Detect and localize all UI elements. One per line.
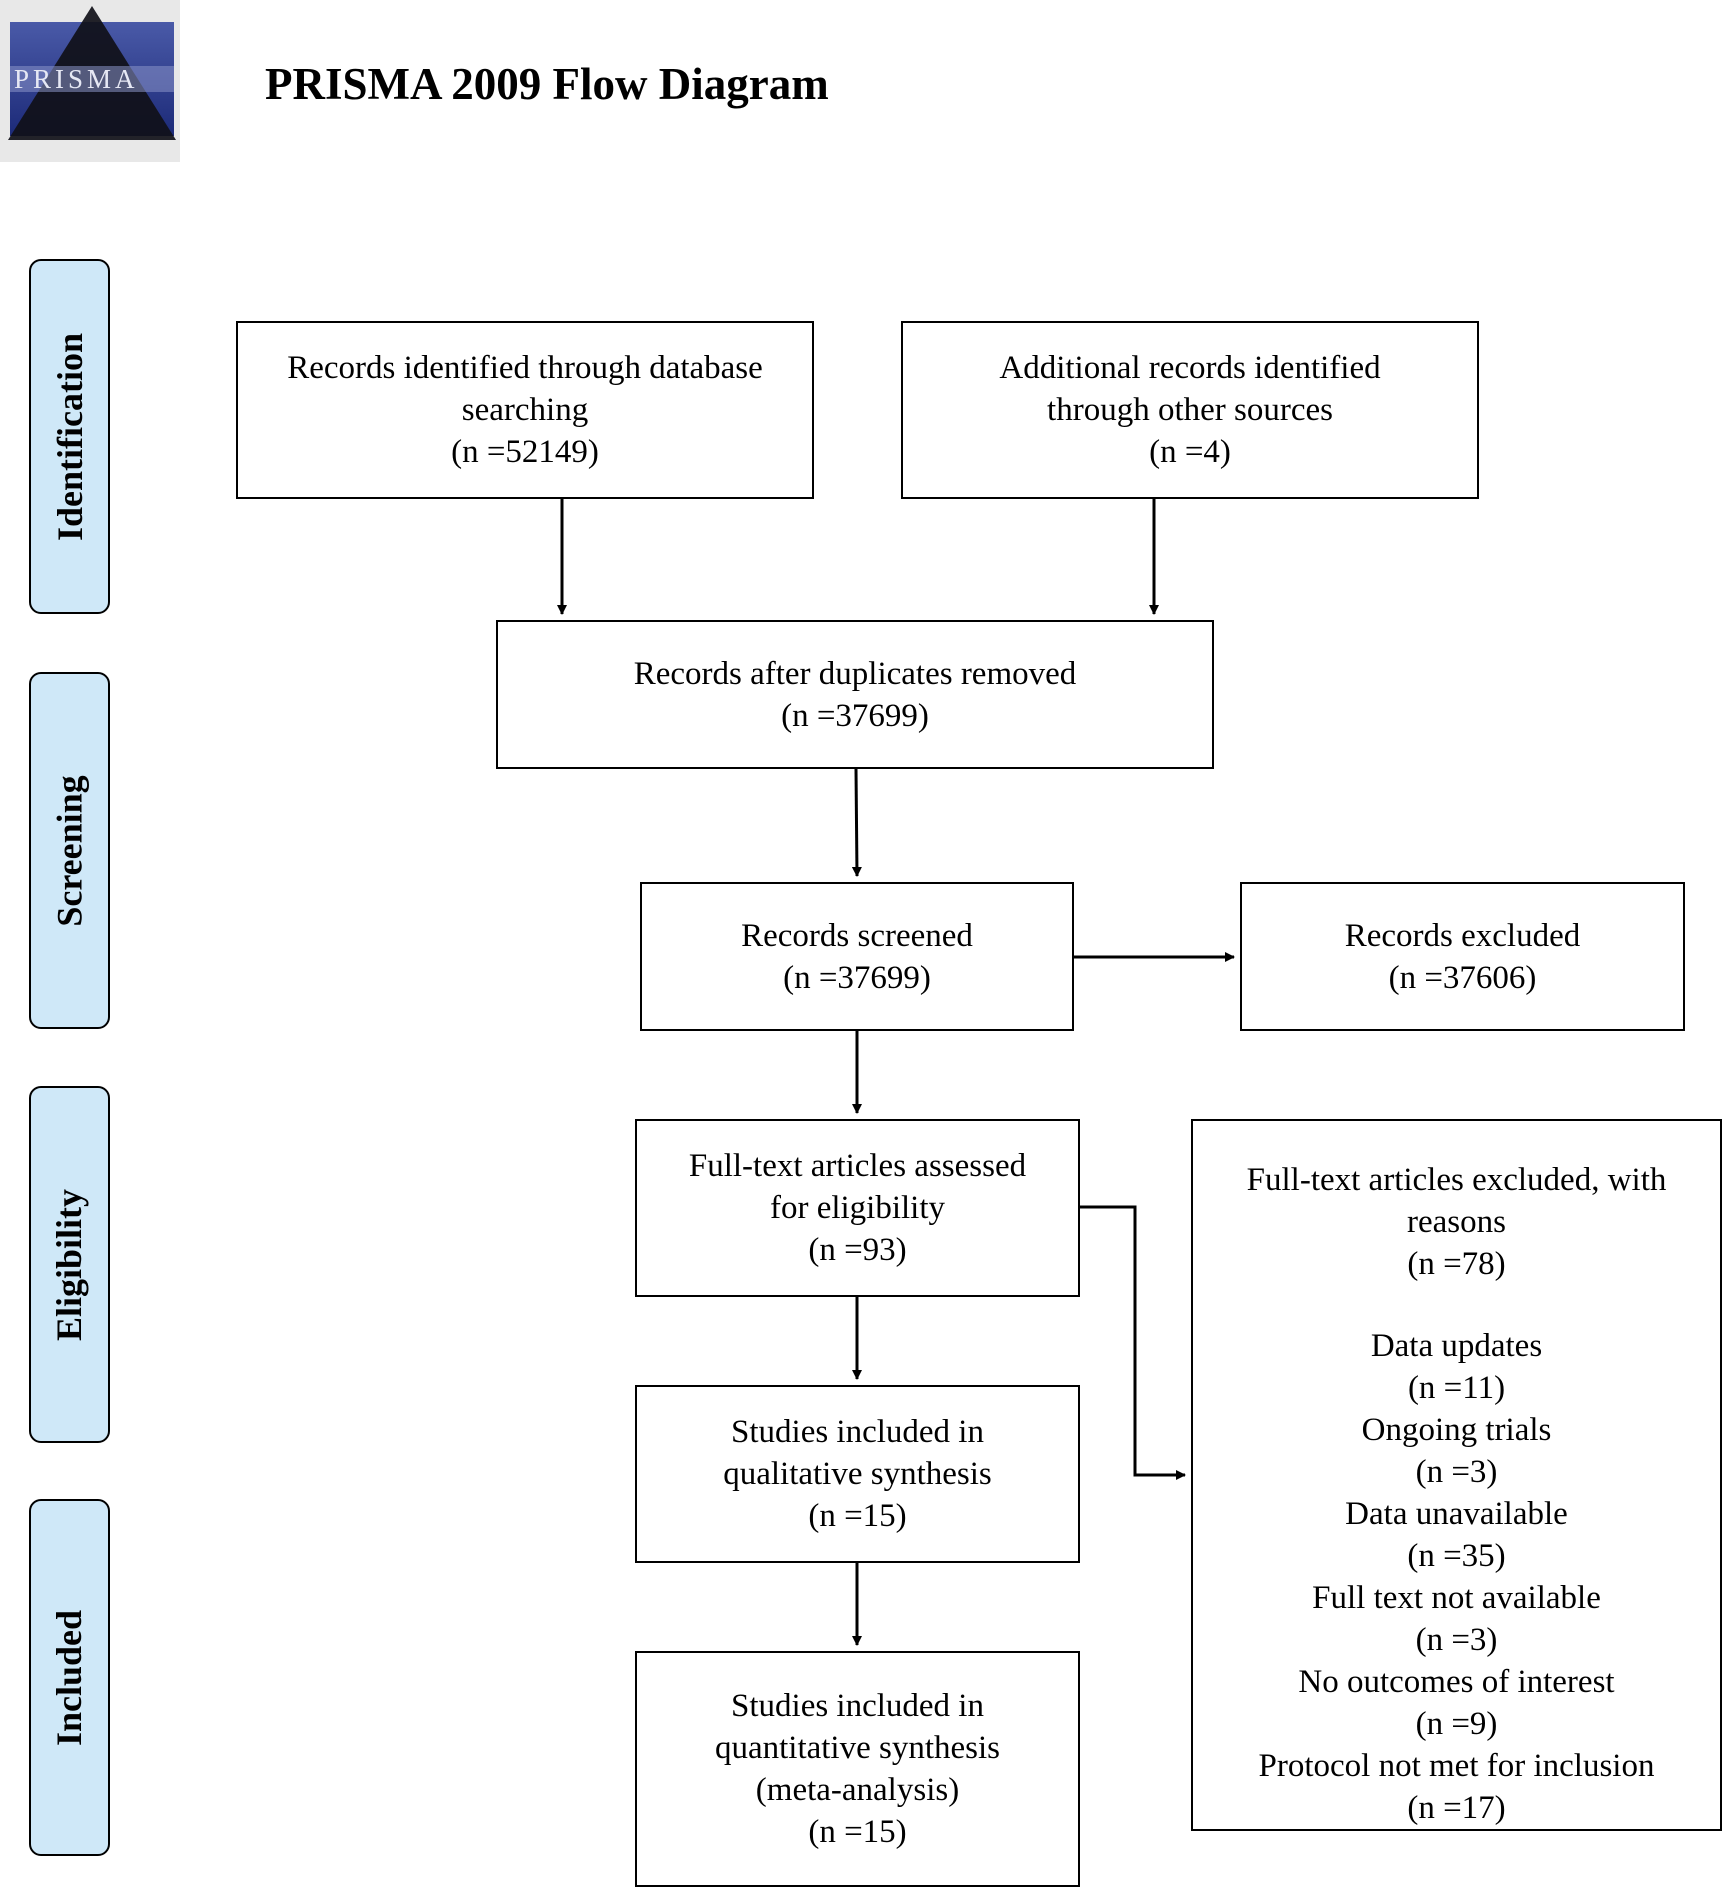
box-text: Full-text articles excluded, with — [1246, 1162, 1667, 1198]
stage-eligibility: Eligibility — [29, 1086, 110, 1443]
box-fulltext-excluded: Full-text articles excluded, with reason… — [1191, 1119, 1722, 1831]
stage-included: Included — [29, 1499, 110, 1856]
reason-label: Full text not available — [1312, 1580, 1601, 1616]
box-text: reasons — [1407, 1204, 1506, 1240]
box-count: (n =37606) — [1388, 959, 1537, 996]
page-title: PRISMA 2009 Flow Diagram — [265, 59, 829, 109]
box-quantitative-synthesis: Studies included in quantitative synthes… — [635, 1651, 1080, 1887]
box-text: qualitative synthesis — [723, 1456, 992, 1492]
box-text: Studies included in — [731, 1688, 984, 1724]
box-text: through other sources — [1047, 392, 1333, 428]
prisma-logo: PRISMA — [0, 0, 180, 162]
box-text: Records identified through database — [287, 350, 763, 386]
reason-label: Ongoing trials — [1361, 1412, 1552, 1448]
box-text: for eligibility — [769, 1190, 946, 1226]
reason-count: (n =17) — [1407, 1790, 1506, 1826]
reason-count: (n =9) — [1415, 1706, 1498, 1742]
box-text: Studies included in — [731, 1414, 984, 1450]
stage-identification: Identification — [29, 259, 110, 614]
box-qualitative-synthesis: Studies included in qualitative synthesi… — [635, 1385, 1080, 1563]
box-text: (meta-analysis) — [755, 1772, 960, 1808]
box-fulltext-assessed: Full-text articles assessed for eligibil… — [635, 1119, 1080, 1297]
box-text: quantitative synthesis — [714, 1730, 1001, 1766]
stage-screening: Screening — [29, 672, 110, 1029]
box-text: Additional records identified — [999, 350, 1381, 386]
reason-count: (n =35) — [1407, 1538, 1506, 1574]
logo-text: PRISMA — [14, 64, 139, 94]
box-text: Records excluded — [1344, 917, 1581, 954]
reason-count: (n =11) — [1407, 1370, 1506, 1406]
box-records-excluded: Records excluded (n =37606) — [1240, 882, 1685, 1031]
arrow-fulltext-to-excluded — [1080, 1205, 1186, 1480]
box-database-records: Records identified through database sear… — [236, 321, 814, 499]
box-count: (n =15) — [808, 1498, 907, 1534]
reason-label: Data unavailable — [1345, 1496, 1568, 1532]
reason-label: Protocol not met for inclusion — [1258, 1748, 1655, 1784]
box-count: (n =37699) — [781, 697, 929, 734]
reason-count: (n =3) — [1415, 1454, 1498, 1490]
box-text: Records after duplicates removed — [633, 655, 1077, 692]
reason-label: Data updates — [1370, 1328, 1543, 1364]
reason-count: (n =3) — [1415, 1622, 1498, 1658]
box-text: searching — [461, 392, 589, 428]
box-text: Full-text articles assessed — [688, 1148, 1027, 1184]
box-records-screened: Records screened (n =37699) — [640, 882, 1074, 1031]
box-count: (n =4) — [1149, 434, 1231, 470]
box-text: Records screened — [741, 917, 973, 954]
box-other-sources: Additional records identified through ot… — [901, 321, 1479, 499]
reason-label: No outcomes of interest — [1298, 1664, 1615, 1700]
box-count: (n =37699) — [783, 959, 931, 996]
arrow-duplicates-to-screened — [851, 768, 862, 877]
box-count: (n =78) — [1407, 1246, 1506, 1282]
box-count: (n =52149) — [451, 434, 599, 470]
box-duplicates-removed: Records after duplicates removed (n =376… — [496, 620, 1214, 769]
box-count: (n =93) — [808, 1232, 907, 1268]
box-count: (n =15) — [808, 1814, 907, 1850]
